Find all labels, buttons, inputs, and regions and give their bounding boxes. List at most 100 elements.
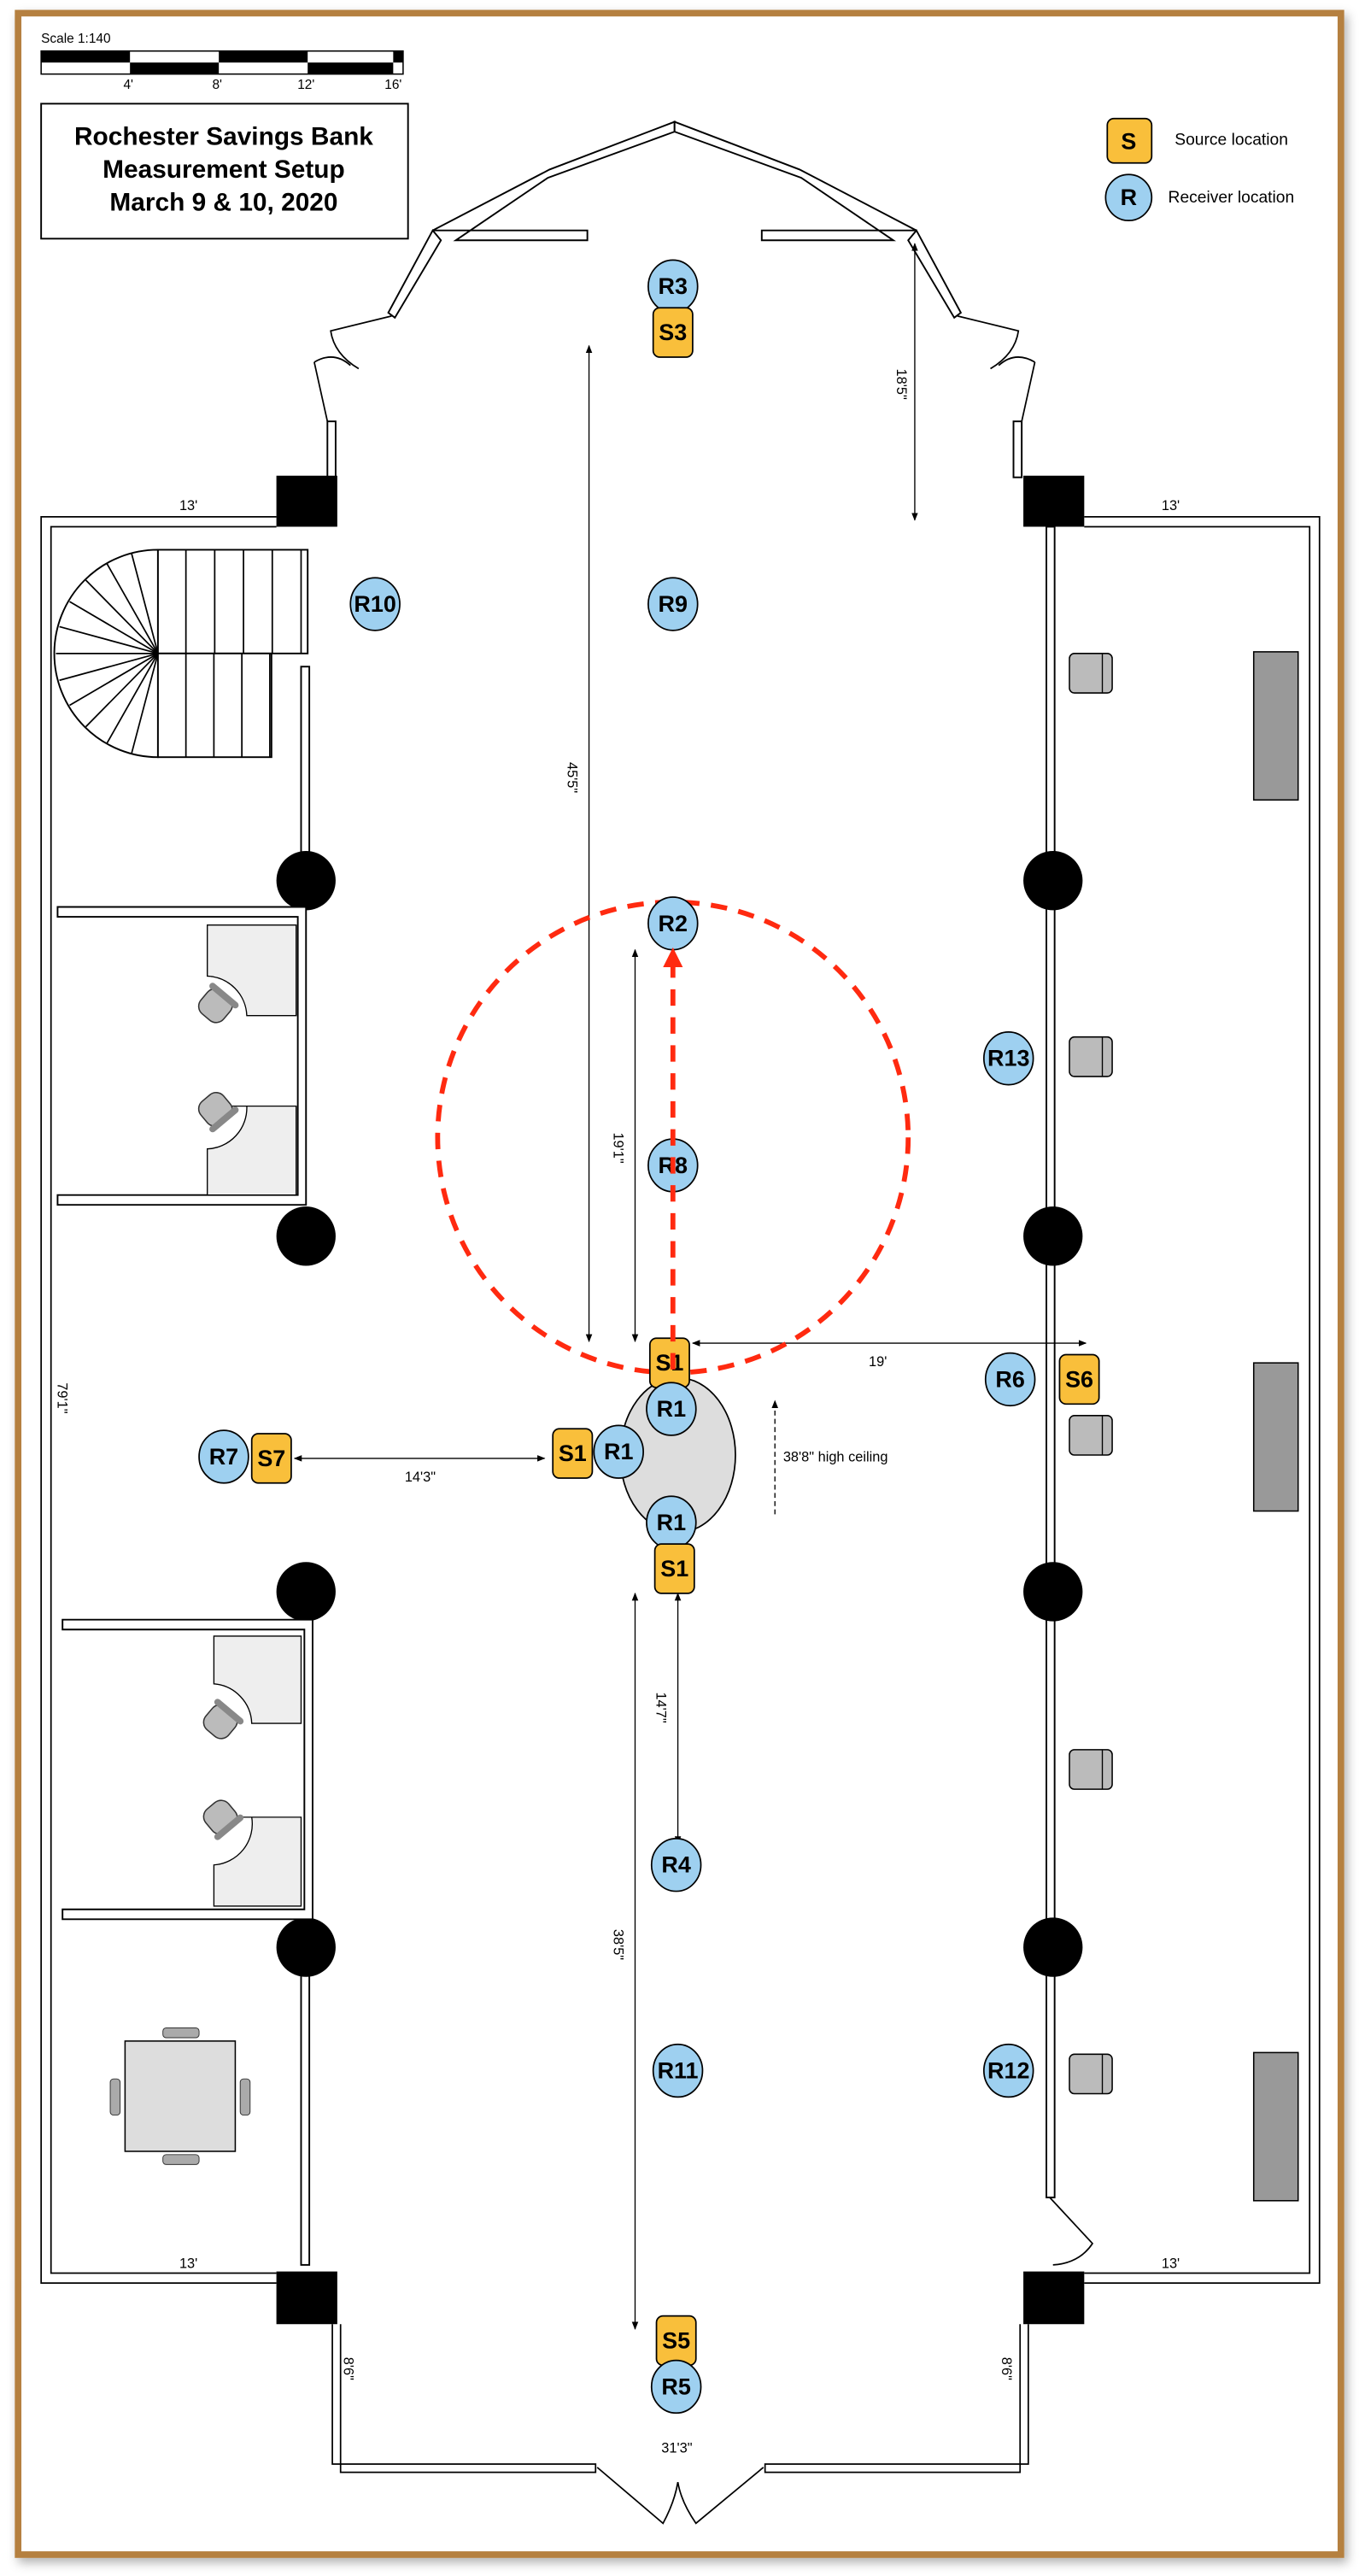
column — [1023, 1562, 1083, 1622]
title-line-3: March 9 & 10, 2020 — [109, 189, 337, 217]
receiver-marker: R1 — [646, 1495, 697, 1550]
marker-label: R12 — [987, 2058, 1029, 2084]
staircase — [53, 549, 309, 759]
column — [1023, 1206, 1083, 1266]
dim-19-1: 19'1" — [610, 1132, 625, 1163]
legend-receiver-symbol: R — [1121, 185, 1137, 210]
marker-layer: R3S3R10R9R2R13R8S1R1S1R1R1S1R7S7R6S6R4R1… — [198, 259, 1100, 2415]
right-furniture — [1069, 651, 1299, 2202]
dim-79-1: 79'1" — [54, 1382, 69, 1413]
chair-icon — [197, 1092, 239, 1133]
chair-icon — [197, 983, 239, 1024]
marker-label: S6 — [1065, 1366, 1093, 1392]
title-line-2: Measurement Setup — [103, 155, 345, 184]
marker-label: R1 — [604, 1439, 633, 1464]
receiver-marker: R4 — [650, 1838, 702, 1892]
counter — [1252, 2051, 1299, 2202]
receiver-marker: R12 — [982, 2043, 1034, 2098]
chair-icon — [202, 1699, 244, 1740]
dim-18-5: 18'5" — [893, 369, 909, 400]
marker-label: R10 — [354, 591, 395, 617]
dim-13-top-right: 13' — [1162, 498, 1180, 513]
receiver-marker: R1 — [646, 1382, 697, 1436]
column — [1023, 1917, 1083, 1977]
office-1 — [56, 906, 308, 1206]
scale-bar: Scale 1:140 4' 8' 12' 16' — [40, 32, 404, 92]
receiver-marker: R11 — [652, 2043, 704, 2098]
source-marker: S1 — [648, 1337, 690, 1388]
marker-label: S7 — [257, 1446, 285, 1471]
chair-icon — [202, 1799, 244, 1840]
column — [276, 1562, 336, 1622]
dim-14-3: 14'3" — [405, 1470, 436, 1485]
marker-label: R1 — [657, 1396, 686, 1422]
scale-label: Scale 1:140 — [41, 32, 110, 46]
counter — [1252, 651, 1299, 801]
column — [276, 851, 336, 911]
source-marker: S6 — [1058, 1353, 1100, 1405]
scale-tick: 8' — [212, 78, 222, 92]
dim-13-top-left: 13' — [179, 498, 197, 513]
apse-walls — [313, 120, 1036, 478]
marker-label: R9 — [659, 591, 688, 617]
scale-tick: 12' — [297, 78, 314, 92]
source-marker: S7 — [250, 1433, 292, 1484]
dimension-labels: 45'5" 18'5" 19'1" 19' 14'3" 38'8" high c… — [54, 369, 1180, 2456]
marker-label: R5 — [661, 2374, 690, 2399]
dim-14-7: 14'7" — [653, 1692, 669, 1722]
column — [276, 1206, 336, 1266]
receiver-marker: R10 — [349, 577, 401, 631]
ceiling-height: 38'8" high ceiling — [783, 1450, 888, 1465]
pillar — [276, 2271, 337, 2325]
counter — [1252, 1362, 1299, 1512]
armchair-icon — [1069, 1415, 1113, 1456]
source-marker: S5 — [655, 2315, 697, 2367]
dimension-lines — [293, 243, 1087, 2330]
receiver-marker: R6 — [984, 1352, 1036, 1407]
receiver-marker: R5 — [650, 2359, 702, 2415]
dim-13-bottom-left: 13' — [179, 2256, 197, 2272]
marker-label: S5 — [662, 2328, 690, 2354]
armchair-icon — [1069, 2053, 1113, 2095]
title-box: Rochester Savings Bank Measurement Setup… — [40, 103, 409, 240]
pillar — [1023, 475, 1085, 527]
pillar — [1023, 2271, 1085, 2325]
marker-label: R3 — [659, 273, 688, 299]
meeting-table — [109, 2027, 251, 2165]
marker-label: R6 — [995, 1366, 1024, 1392]
legend-receiver-label: Receiver location — [1169, 189, 1295, 207]
receiver-marker: R2 — [647, 896, 699, 951]
source-marker: S1 — [552, 1428, 594, 1479]
receiver-marker: R9 — [647, 577, 699, 631]
dim-13-bottom-right: 13' — [1162, 2256, 1180, 2272]
building-walls — [40, 475, 1321, 2525]
legend-source-label: Source location — [1174, 132, 1288, 150]
column — [276, 1917, 336, 1977]
dim-38-5: 38'5" — [610, 1929, 625, 1960]
legend-source-symbol: S — [1121, 129, 1136, 155]
armchair-icon — [1069, 1749, 1113, 1790]
marker-label: R2 — [659, 911, 688, 936]
title-line-1: Rochester Savings Bank — [74, 123, 373, 151]
dim-31-3: 31'3" — [661, 2441, 692, 2456]
receiver-marker: R3 — [647, 259, 699, 314]
marker-label: R1 — [657, 1510, 686, 1535]
marker-label: S1 — [655, 1350, 683, 1376]
armchair-icon — [1069, 653, 1113, 694]
dim-45-5: 45'5" — [565, 762, 580, 793]
marker-label: S1 — [559, 1441, 587, 1466]
receiver-marker: R1 — [593, 1424, 644, 1479]
dim-8-6-right: 8'6" — [999, 2357, 1014, 2380]
source-marker: S1 — [653, 1543, 695, 1594]
scale-tick: 16' — [384, 78, 401, 92]
office-2 — [62, 1618, 313, 1921]
receiver-marker: R13 — [982, 1031, 1034, 1086]
marker-label: S1 — [660, 1556, 688, 1581]
armchair-icon — [1069, 1036, 1113, 1077]
marker-label: R13 — [987, 1046, 1029, 1071]
column — [1023, 851, 1083, 911]
legend: S Source location R Receiver location — [1104, 117, 1295, 222]
pillar — [276, 475, 337, 527]
receiver-marker: R7 — [198, 1429, 249, 1484]
